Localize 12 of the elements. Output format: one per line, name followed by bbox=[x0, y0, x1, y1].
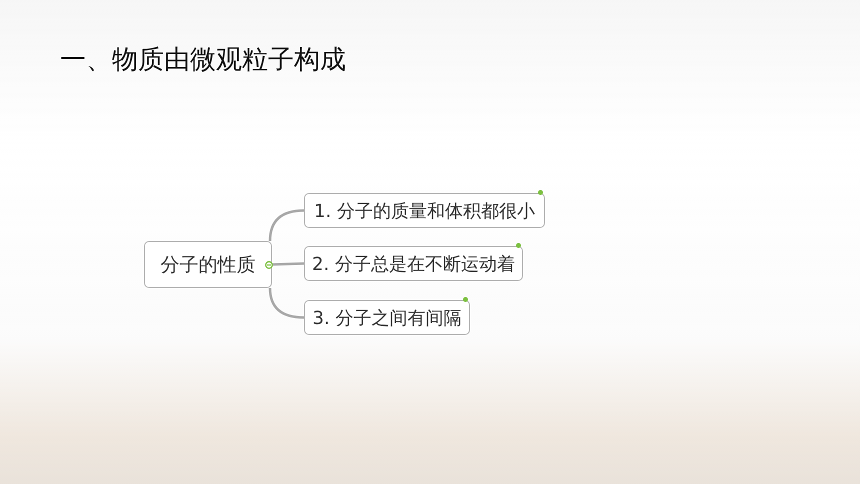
connector-line bbox=[272, 262, 304, 266]
node-text: 2. 分子总是在不断运动着 bbox=[312, 252, 515, 276]
slide-title: 一、物质由微观粒子构成 bbox=[60, 44, 346, 77]
subtopic-box bbox=[304, 193, 545, 228]
subtopic-box bbox=[304, 300, 470, 335]
connector-line bbox=[268, 209, 304, 242]
subtopic-box bbox=[304, 246, 523, 281]
topic-box bbox=[144, 241, 272, 288]
connector-line bbox=[268, 288, 304, 319]
node-text: 分子的性质 bbox=[160, 252, 256, 278]
node-text: 1. 分子的质量和体积都很小 bbox=[314, 200, 535, 222]
node-text: 3. 分子之间有间隔 bbox=[312, 306, 462, 330]
